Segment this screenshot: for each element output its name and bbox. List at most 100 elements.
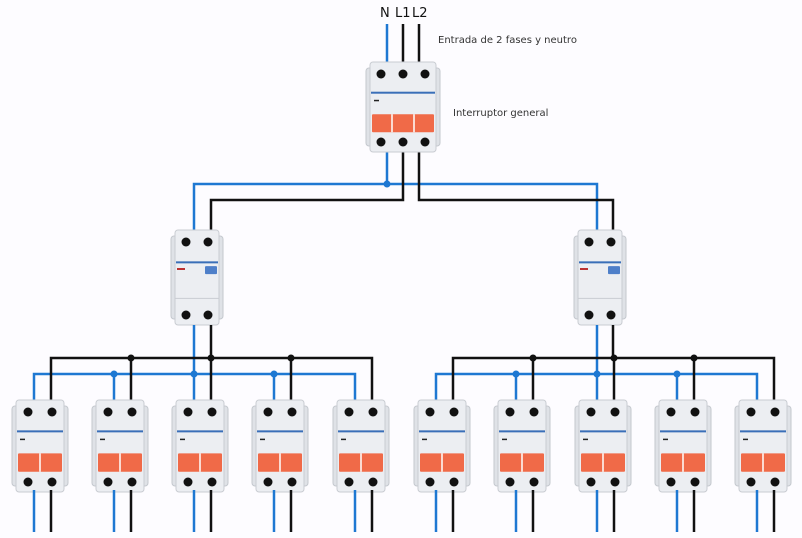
terminal-top (344, 407, 354, 417)
terminal-bottom (344, 477, 354, 487)
terminal-bottom (586, 477, 596, 487)
terminal-top (376, 69, 386, 79)
circuit-breaker-4 (251, 399, 309, 493)
circuit-breaker-3 (171, 399, 229, 493)
test-button (608, 266, 620, 275)
rating-mark (100, 438, 105, 441)
terminal-top (690, 407, 700, 417)
terminal-top (183, 407, 193, 417)
junction-neutral (593, 370, 601, 378)
terminal-bottom (103, 477, 113, 487)
breaker-face (578, 399, 628, 493)
circuit-breaker-9 (654, 399, 712, 493)
terminal-bottom (690, 477, 700, 487)
brand-strip (176, 261, 218, 264)
terminal-top (746, 407, 756, 417)
brand-strip (579, 261, 621, 264)
brand-strip (97, 430, 143, 433)
terminal-bottom (610, 477, 620, 487)
terminal-top (368, 407, 378, 417)
wire-l2-to-right-diff (417, 150, 615, 235)
rating-mark (20, 438, 25, 441)
brand-strip (740, 430, 786, 433)
terminal-top (584, 237, 594, 247)
terminal-top (47, 407, 57, 417)
test-button (205, 266, 217, 275)
brand-strip (371, 91, 435, 94)
breaker-face (497, 399, 547, 493)
circuit-breaker-7 (493, 399, 551, 493)
main-breaker (365, 61, 441, 153)
terminal-bottom (23, 477, 33, 487)
terminal-bottom (606, 310, 616, 320)
junction-neutral (512, 370, 520, 378)
brand-strip (177, 430, 223, 433)
breaker-face (417, 399, 467, 493)
terminal-top (610, 407, 620, 417)
rating-mark (341, 438, 346, 441)
circuit-breaker-6 (413, 399, 471, 493)
terminal-top (770, 407, 780, 417)
terminal-top (398, 69, 408, 79)
terminal-bottom (746, 477, 756, 487)
differential-left (170, 229, 224, 326)
indicator (580, 268, 588, 270)
circuit-breaker-2 (91, 399, 149, 493)
junction-phase (610, 354, 618, 362)
terminal-top (23, 407, 33, 417)
input-description: Entrada de 2 fases y neutro (438, 35, 577, 46)
wire-neutral-left (192, 150, 389, 235)
rating-mark (502, 438, 507, 441)
rating-mark (663, 438, 668, 441)
brand-strip (17, 430, 63, 433)
rating-mark (422, 438, 427, 441)
junction-phase (690, 354, 698, 362)
junction-neutral (110, 370, 118, 378)
indicator (177, 268, 185, 270)
terminal-top (505, 407, 515, 417)
junction-phase (287, 354, 295, 362)
breaker-face (577, 229, 623, 326)
terminal-bottom (425, 477, 435, 487)
terminal-top (203, 237, 213, 247)
terminal-top (420, 69, 430, 79)
terminal-top (586, 407, 596, 417)
terminal-bottom (529, 477, 539, 487)
breaker-face (255, 399, 305, 493)
terminal-top (127, 407, 137, 417)
terminal-bottom (127, 477, 137, 487)
circuit-breaker-10 (734, 399, 792, 493)
terminal-bottom (207, 477, 217, 487)
junction-neutral (270, 370, 278, 378)
terminal-bottom (376, 137, 386, 147)
terminal-top (606, 237, 616, 247)
terminal-top (287, 407, 297, 417)
junction-phase (207, 354, 215, 362)
breaker-face (336, 399, 386, 493)
label-neutral: N (380, 6, 390, 21)
differential-right (573, 229, 627, 326)
terminal-top (263, 407, 273, 417)
terminal-bottom (287, 477, 297, 487)
brand-strip (499, 430, 545, 433)
terminal-top (181, 237, 191, 247)
junction-neutral-main (383, 180, 391, 188)
breaker-face (95, 399, 145, 493)
breaker-face (738, 399, 788, 493)
terminal-bottom (449, 477, 459, 487)
terminal-bottom (420, 137, 430, 147)
breaker-face (15, 399, 65, 493)
circuit-breaker-5 (332, 399, 390, 493)
circuit-breaker-8 (574, 399, 632, 493)
main-breaker-label: Interruptor general (453, 108, 549, 119)
toggle-lever (372, 114, 434, 133)
breaker-face (658, 399, 708, 493)
terminal-bottom (203, 310, 213, 320)
terminal-bottom (183, 477, 193, 487)
rating-mark (374, 99, 379, 102)
junction-neutral (190, 370, 198, 378)
rating-mark (260, 438, 265, 441)
terminal-bottom (505, 477, 515, 487)
